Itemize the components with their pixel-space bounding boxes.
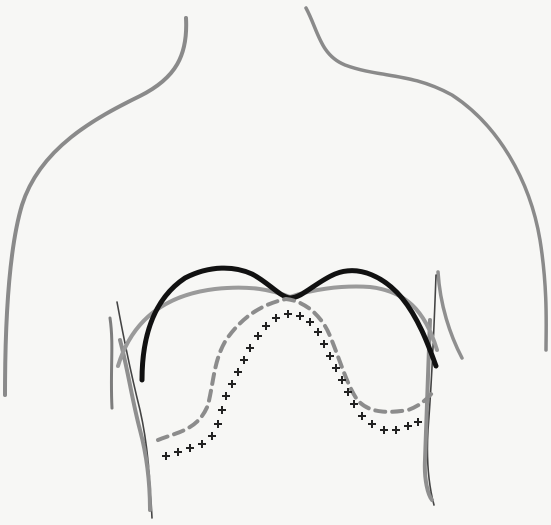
right-shoulder-line (306, 8, 546, 350)
left-side-shadow-line (120, 340, 150, 510)
left-shoulder-line (5, 18, 186, 395)
torso-outline (5, 8, 546, 395)
crossed-dome-curve (162, 310, 422, 460)
dashed-dome-curve (158, 299, 432, 440)
heavy-dome-curve (142, 268, 436, 380)
left-outer-side-line (110, 318, 112, 408)
right-outer-side-line (438, 272, 462, 358)
